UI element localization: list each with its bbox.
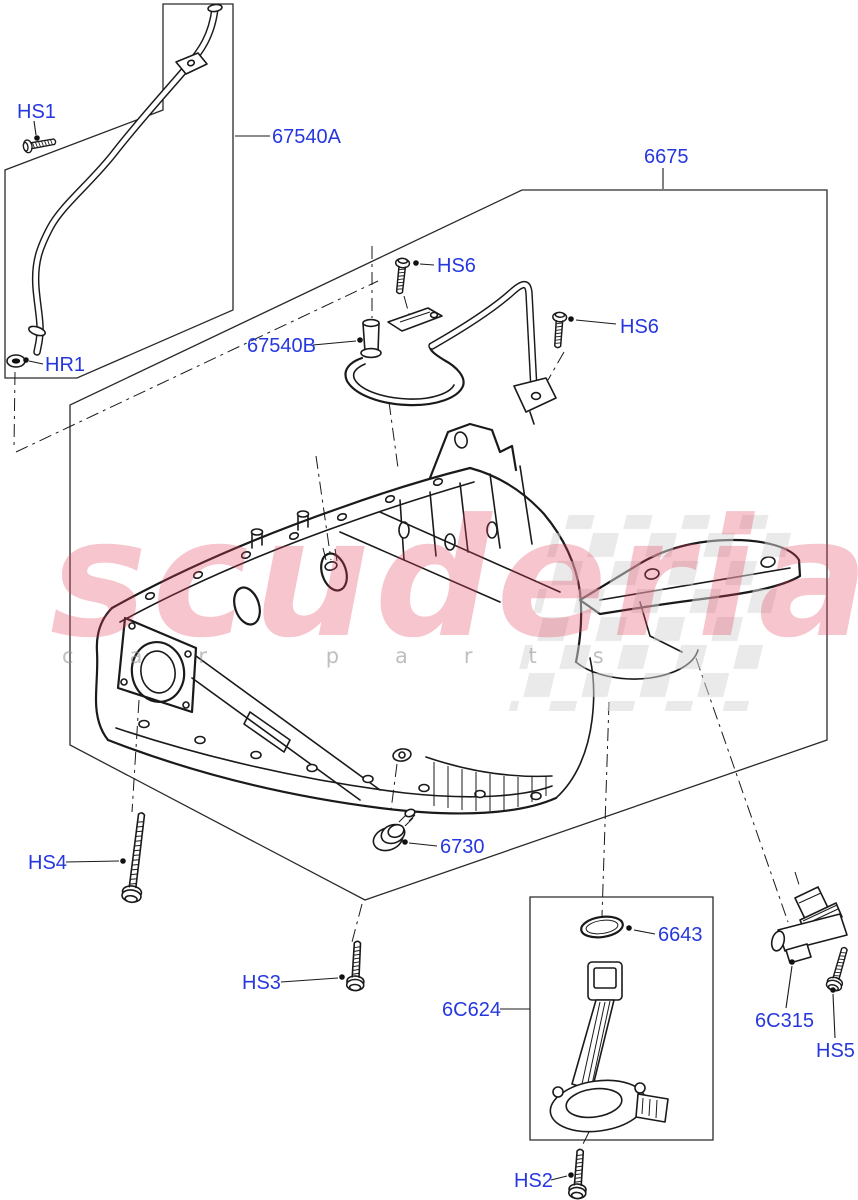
callout-label-6c624[interactable]: 6C624 bbox=[442, 999, 501, 1021]
bolt-hs6-rear bbox=[549, 311, 568, 349]
box-67540a bbox=[4, 3, 234, 379]
crank-sensor-6c315 bbox=[770, 886, 848, 964]
callout-boxes bbox=[4, 3, 828, 1141]
callout-label-hs3[interactable]: HS3 bbox=[242, 972, 281, 994]
callout-label-hs2[interactable]: HS2 bbox=[514, 1170, 553, 1192]
pickup-tube-67540b bbox=[344, 280, 557, 425]
callout-label-67540b[interactable]: 67540B bbox=[247, 335, 316, 357]
box-6675 bbox=[69, 189, 828, 901]
callout-label-6643[interactable]: 6643 bbox=[658, 924, 703, 946]
drain-plug-6730 bbox=[372, 808, 416, 852]
o-ring-6643 bbox=[580, 915, 624, 939]
callout-label-hs5[interactable]: HS5 bbox=[816, 1040, 855, 1062]
bolt-hs6-front bbox=[391, 256, 411, 295]
callout-labels: HS1 67540A 6675 HS6 HS6 67540B HR1 HS4 6… bbox=[17, 101, 855, 1192]
callout-label-67540a[interactable]: 67540A bbox=[272, 126, 342, 148]
callout-label-hs4[interactable]: HS4 bbox=[28, 852, 67, 874]
callout-label-hr1[interactable]: HR1 bbox=[45, 354, 85, 376]
o-ring-hr1 bbox=[6, 354, 26, 368]
bolt-hs5 bbox=[824, 944, 853, 994]
callout-label-6675[interactable]: 6675 bbox=[644, 146, 689, 168]
leader-lines bbox=[23, 120, 836, 1181]
dipstick-tube-67540a bbox=[6, 3, 223, 368]
rim-bolt-holes bbox=[144, 477, 444, 601]
oil-level-sensor-6c624 bbox=[549, 915, 669, 1133]
oil-pan-assembly bbox=[94, 422, 802, 815]
callout-label-hs6-front[interactable]: HS6 bbox=[437, 255, 476, 277]
assembly-centerlines bbox=[13, 246, 801, 1149]
callout-label-6730[interactable]: 6730 bbox=[440, 836, 485, 858]
callout-label-hs1[interactable]: HS1 bbox=[17, 101, 56, 123]
box-6c624 bbox=[529, 896, 714, 1141]
callout-label-6c315[interactable]: 6C315 bbox=[755, 1010, 814, 1032]
bolt-hs4 bbox=[120, 810, 152, 905]
callout-label-hs6-rear[interactable]: HS6 bbox=[620, 316, 659, 338]
flange-bosses bbox=[138, 719, 542, 801]
bolt-hs3 bbox=[345, 940, 367, 992]
